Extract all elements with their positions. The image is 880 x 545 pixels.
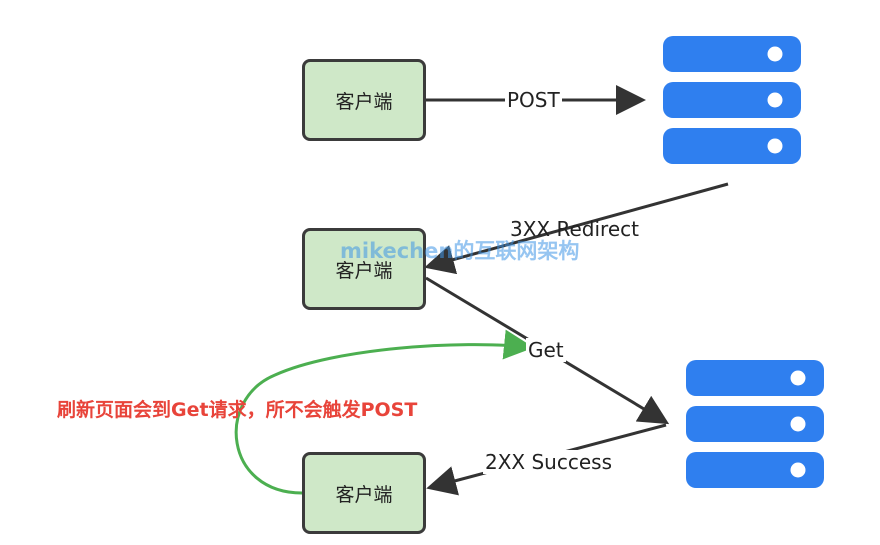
watermark-text: mikechen的互联网架构 [340,239,580,263]
server-bottom-unit-2 [686,406,824,442]
server-top-unit-1 [663,36,801,72]
server-top-unit-3 [663,128,801,164]
client-mid: 客户端 [302,228,426,310]
server-top-led-1 [767,46,783,62]
client-top-label: 客户端 [335,90,393,113]
server-top-led-2 [767,92,783,108]
refresh-note: 刷新页面会到Get请求，所不会触发POST [57,399,418,421]
server-top-icon [663,36,801,164]
client-bottom: 客户端 [302,452,426,534]
server-bottom-led-3 [790,462,806,478]
get-label: Get [526,338,566,362]
client-mid-label: 客户端 [335,259,393,282]
server-bottom-icon [686,360,824,488]
server-bottom-led-2 [790,416,806,432]
redirect-arrow [424,182,729,275]
client-top: 客户端 [302,59,426,141]
server-bottom-led-1 [790,370,806,386]
post-label: POST [505,88,562,112]
server-bottom-unit-1 [686,360,824,396]
redirect-label: 3XX Redirect [510,217,639,241]
server-top-led-3 [767,138,783,154]
server-bottom-unit-3 [686,452,824,488]
refresh-arrow [234,329,534,495]
client-bottom-label: 客户端 [335,483,393,506]
server-top-unit-2 [663,82,801,118]
success-label: 2XX Success [483,450,614,474]
